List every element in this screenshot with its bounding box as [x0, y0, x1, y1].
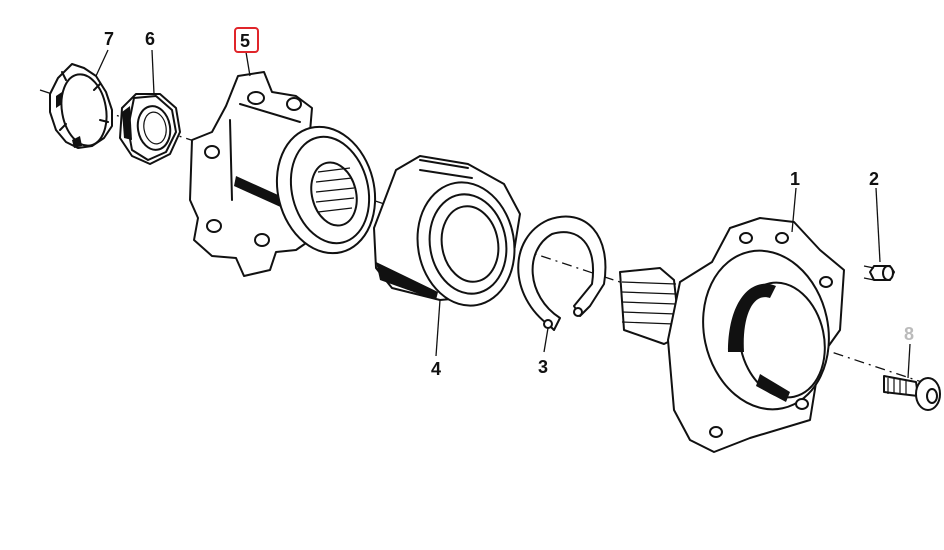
callout-5[interactable]: 5 [240, 31, 250, 51]
callout-labels: 7 6 5 1 2 4 3 8 [104, 27, 914, 379]
leader-lines [95, 49, 911, 379]
callout-8[interactable]: 8 [904, 324, 914, 344]
part-8-bolt[interactable] [883, 375, 941, 411]
part-1-drive-flange[interactable] [619, 217, 845, 453]
center-axis [39, 89, 941, 389]
callout-7[interactable]: 7 [104, 29, 114, 49]
part-5-flange-hub[interactable] [189, 71, 388, 277]
callout-5-highlight-box [234, 27, 259, 53]
callout-1[interactable]: 1 [790, 169, 800, 189]
callout-2[interactable]: 2 [869, 169, 879, 189]
part-2-screw[interactable] [863, 265, 895, 281]
callout-6[interactable]: 6 [145, 29, 155, 49]
part-3-circlip[interactable] [517, 215, 607, 331]
callout-3[interactable]: 3 [538, 357, 548, 377]
callout-4[interactable]: 4 [431, 359, 441, 379]
part-7-lock-ring[interactable] [49, 63, 113, 149]
part-6-hex-nut[interactable] [119, 93, 181, 165]
part-4-bearing[interactable] [373, 155, 524, 313]
